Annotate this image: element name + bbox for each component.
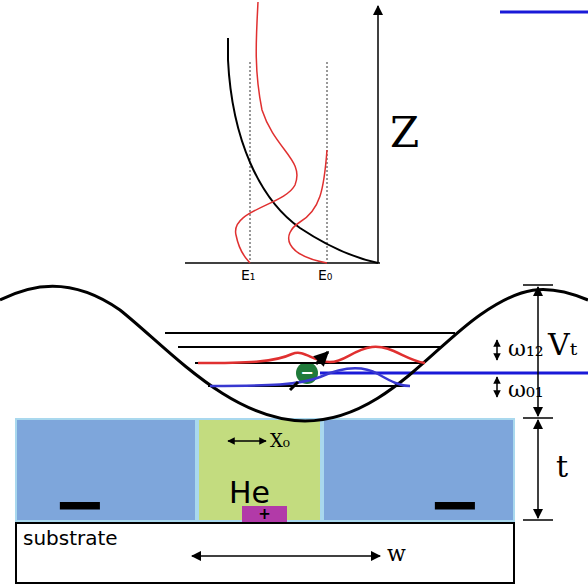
dimension-tick xyxy=(523,284,553,286)
trap-potential-curve xyxy=(0,286,588,421)
displacement-arrow xyxy=(228,440,266,442)
thickness-label: t xyxy=(556,452,568,482)
z-axis-arrow xyxy=(377,6,379,263)
node-text: − xyxy=(428,472,482,536)
spacing-arrow xyxy=(496,340,498,360)
wavefunction-curve xyxy=(236,2,297,263)
node-text: He xyxy=(229,478,270,508)
depth-label: Vₜ xyxy=(548,330,577,360)
dimension-tick xyxy=(523,417,553,419)
node-text: + xyxy=(258,507,271,522)
pointer-line xyxy=(500,11,588,14)
inset-axis xyxy=(185,262,380,264)
energy-label: E₀ xyxy=(318,268,332,282)
helium-channel: He+ xyxy=(197,418,322,522)
energy-label: E₁ xyxy=(241,268,255,282)
thickness-arrow xyxy=(537,420,539,518)
node-text: − xyxy=(53,472,107,536)
electron-circle: − xyxy=(296,362,318,384)
width-label: w xyxy=(387,543,406,565)
width-arrow xyxy=(192,555,380,557)
excited-wavefunction xyxy=(198,347,425,363)
electrode-block: − xyxy=(15,418,197,522)
axis-label: Z xyxy=(390,112,419,154)
spin-arrow xyxy=(316,352,328,364)
transition-label: ω₀₁ xyxy=(508,379,544,401)
energy-level-line xyxy=(165,332,455,334)
electrode-block: − xyxy=(322,418,515,522)
pointer-line xyxy=(320,372,588,375)
node-text: − xyxy=(300,365,313,381)
transition-label: ω₁₂ xyxy=(508,338,544,360)
node-text: substrate xyxy=(23,528,118,548)
wavefunction-curve xyxy=(289,150,327,263)
spin-arrow xyxy=(290,382,298,390)
energy-level-line xyxy=(178,346,440,348)
displacement-label: X₀ xyxy=(270,432,290,450)
dimension-tick xyxy=(523,519,553,521)
potential-curve xyxy=(228,38,378,263)
spacing-arrow xyxy=(496,377,498,397)
ground-wavefunction xyxy=(210,368,410,386)
center-electrode: + xyxy=(242,506,287,522)
